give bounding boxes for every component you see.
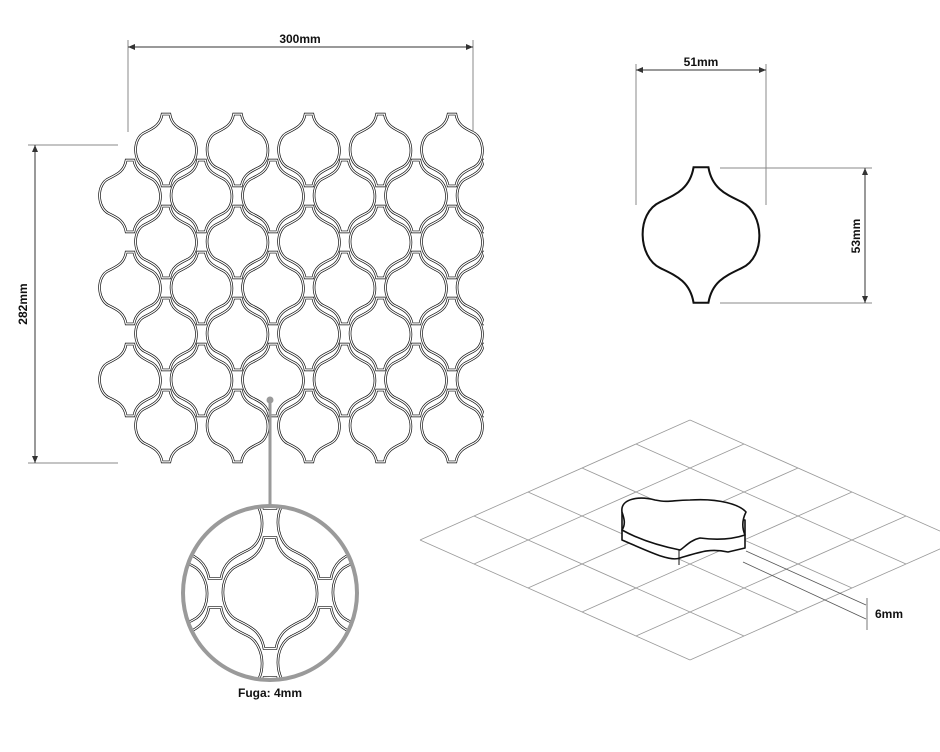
mosaic-tile-inner xyxy=(388,608,482,719)
mosaic-tile xyxy=(443,398,537,509)
sheet-height-label: 282mm xyxy=(16,283,30,324)
mosaic-tile-inner xyxy=(3,398,97,509)
mosaic-tile xyxy=(276,507,356,580)
tile-height-label: 53mm xyxy=(849,219,863,254)
mosaic-tile-inner xyxy=(443,538,537,649)
mosaic-tile-inner xyxy=(184,676,208,679)
single-tile-outline xyxy=(641,166,761,304)
grid-line xyxy=(689,419,940,532)
mosaic-sheet xyxy=(98,112,484,464)
grid-line xyxy=(635,515,907,637)
tile-height-dimension xyxy=(720,167,872,304)
mosaic-tile-inner xyxy=(0,608,42,719)
mosaic-tile-inner xyxy=(222,536,318,650)
mosaic-tile xyxy=(58,608,152,719)
grid-line xyxy=(689,548,940,661)
mosaic-tile-inner xyxy=(277,606,356,679)
tile-width-label: 51mm xyxy=(684,55,719,69)
sheet-height-dimension xyxy=(28,144,118,464)
mosaic-tile-inner xyxy=(3,678,97,752)
grout-label: Fuga: 4mm xyxy=(238,686,302,700)
thickness-label: 6mm xyxy=(875,607,903,621)
mosaic-tile xyxy=(443,538,537,649)
grid-line xyxy=(419,539,691,661)
mosaic-tile xyxy=(0,468,42,579)
grout-detail-leader xyxy=(266,396,274,506)
mosaic-tile-inner xyxy=(3,538,97,649)
mosaic-tile-inner xyxy=(58,608,152,719)
grid-line xyxy=(581,491,853,613)
mosaic-tile xyxy=(184,676,209,679)
sheet-width-dimension xyxy=(127,40,474,132)
mosaic-tile xyxy=(221,536,319,650)
mosaic-tile xyxy=(388,608,482,719)
mosaic-tile xyxy=(276,606,356,679)
mosaic-tile-inner xyxy=(277,507,356,580)
mosaic-tile-inner xyxy=(388,468,482,579)
grid-line xyxy=(419,419,691,541)
sheet-width-label: 300mm xyxy=(279,32,320,46)
mosaic-tile xyxy=(3,538,97,649)
mosaic-tile xyxy=(0,608,42,719)
mosaic-tile-inner xyxy=(58,468,152,579)
isometric-tile xyxy=(621,497,747,565)
mosaic-tile xyxy=(184,507,264,580)
grout-detail-magnifier xyxy=(0,398,537,752)
tile-width-dimension xyxy=(635,64,767,205)
grid-line xyxy=(635,443,907,565)
mosaic-tile xyxy=(443,678,537,752)
mosaic-tile-inner xyxy=(184,606,263,679)
mosaic-tile xyxy=(3,678,97,752)
mosaic-tile xyxy=(58,468,152,579)
mosaic-tile-inner xyxy=(443,678,537,752)
mosaic-tile xyxy=(3,398,97,509)
isometric-floor-grid xyxy=(419,419,940,661)
thickness-dimension xyxy=(742,550,868,630)
grid-line xyxy=(473,515,745,637)
mosaic-tile-inner xyxy=(184,507,263,580)
mosaic-tile-inner xyxy=(332,676,356,679)
grid-line xyxy=(473,443,745,565)
mosaic-tile xyxy=(388,468,482,579)
mosaic-tile xyxy=(184,606,264,679)
mosaic-tile-inner xyxy=(443,398,537,509)
mosaic-tile xyxy=(331,676,356,679)
mosaic-tile-inner xyxy=(0,468,42,579)
